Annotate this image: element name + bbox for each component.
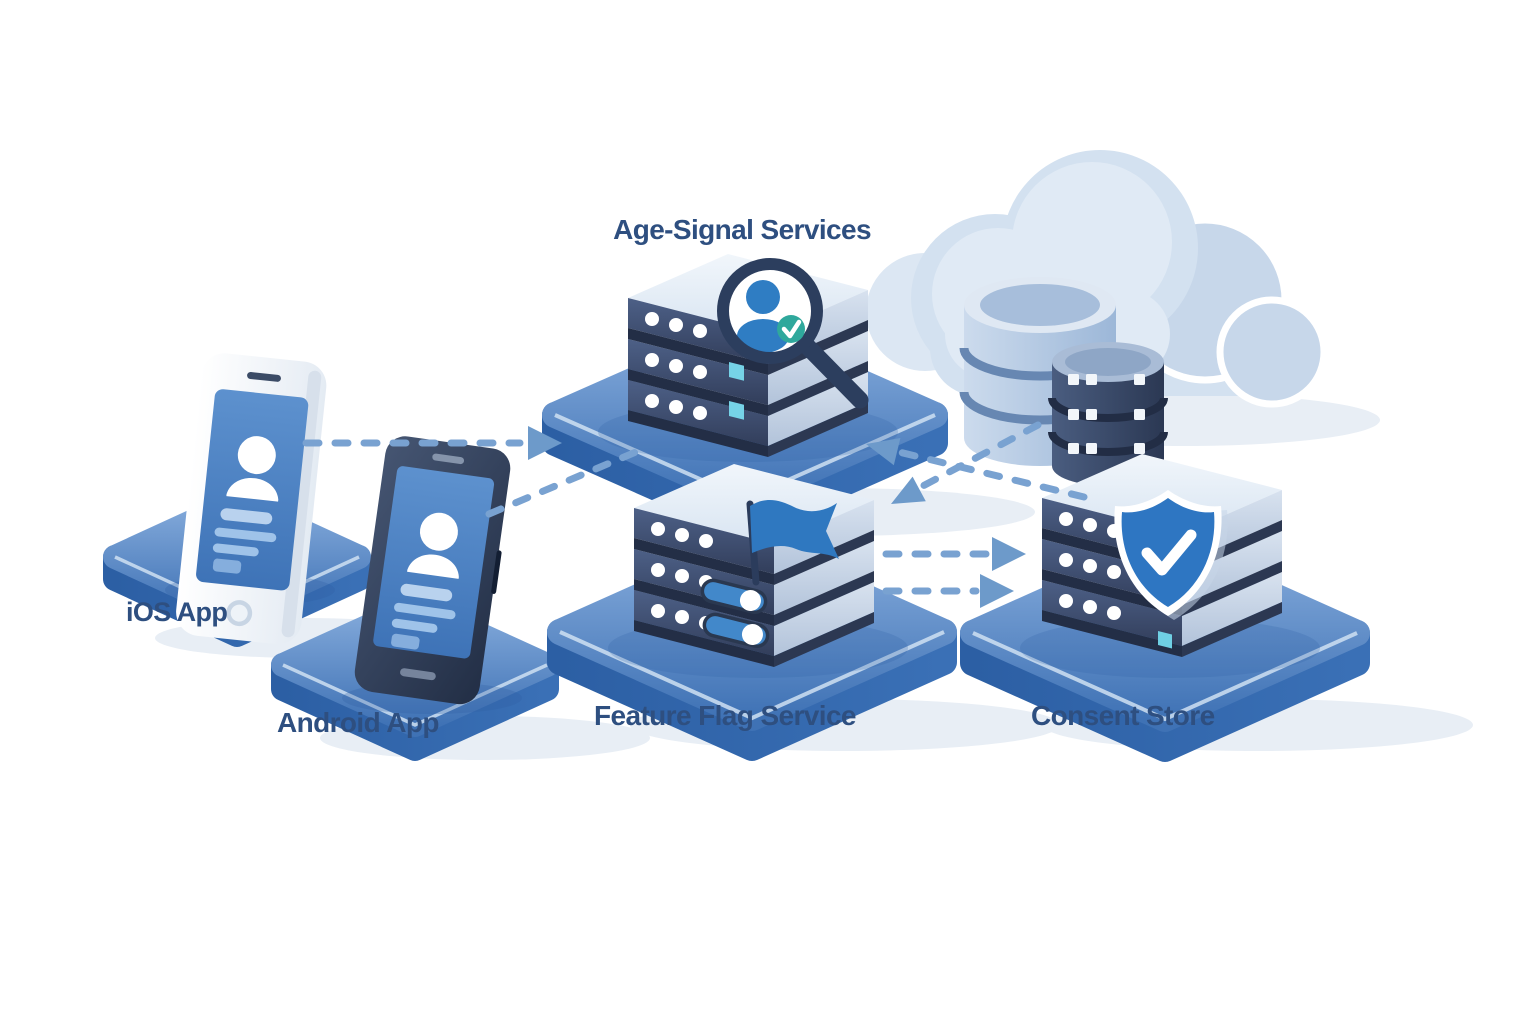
consent-server-stack-icon xyxy=(1042,454,1282,657)
arrow-database-to-feature-flag xyxy=(917,421,1042,491)
toggle-switch-icon xyxy=(700,578,768,615)
android-app-node xyxy=(271,436,559,761)
arrow-heads xyxy=(528,426,1026,608)
age-signal-services-node xyxy=(542,254,948,540)
database-dark-icon xyxy=(1048,342,1168,486)
ios-app-node xyxy=(103,353,371,647)
feature-flag-service-node xyxy=(547,464,957,761)
label-consent-store: Consent Store xyxy=(1031,700,1215,731)
toggle-switch-icon xyxy=(702,612,770,649)
label-age-signal-services: Age-Signal Services xyxy=(613,214,871,245)
ios-phone-icon xyxy=(176,353,327,645)
magnifier-user-check-icon xyxy=(717,258,869,409)
arrow-consent-to-age-signal xyxy=(895,448,1088,501)
consent-store-node xyxy=(960,454,1370,762)
feature-flag-icon xyxy=(746,499,839,586)
label-ios-app: iOS App xyxy=(126,597,228,627)
android-phone-icon xyxy=(354,436,511,705)
label-feature-flag-service: Feature Flag Service xyxy=(594,700,857,731)
label-android-app: Android App xyxy=(277,707,439,738)
age-signal-server-stack-icon xyxy=(628,254,868,457)
shield-check-icon xyxy=(1114,490,1228,620)
arrow-android-to-age-signal xyxy=(485,445,647,518)
